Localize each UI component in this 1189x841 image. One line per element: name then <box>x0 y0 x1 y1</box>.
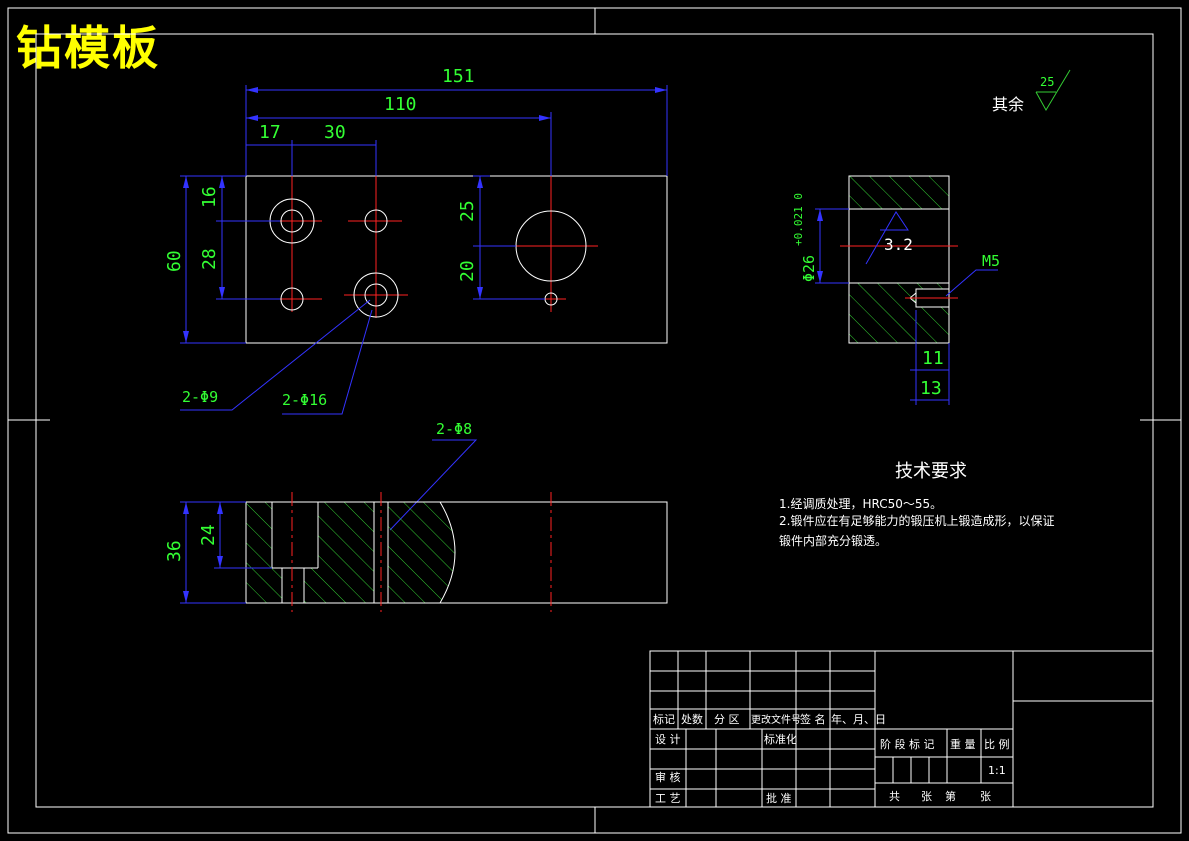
label-hole16: 2-Φ16 <box>282 391 327 409</box>
dim-17: 17 <box>259 122 281 143</box>
title-block <box>649 650 1154 808</box>
label-m5: M5 <box>982 252 1000 270</box>
svg-text:审 核: 审 核 <box>655 770 681 784</box>
front-view: 36 24 <box>164 492 668 612</box>
svg-text:张: 张 <box>921 790 932 803</box>
dim-24: 24 <box>198 524 219 546</box>
dim-110: 110 <box>384 94 417 115</box>
svg-text:年、月、日: 年、月、日 <box>831 712 886 726</box>
label-hole9: 2-Φ9 <box>182 388 218 406</box>
svg-text:标准化: 标准化 <box>764 732 797 746</box>
svg-text:更改文件号: 更改文件号 <box>751 713 801 726</box>
req-line3: 锻件内部充分锻透。 <box>779 533 887 548</box>
req-line2: 2.锻件应在有足够能力的锻压机上锻造成形，以保证 <box>779 513 1054 528</box>
svg-text:签 名: 签 名 <box>800 712 826 726</box>
svg-text:共: 共 <box>889 790 900 803</box>
side-view: Φ26 +0.021 0 11 13 M5 3.2 <box>792 175 1000 405</box>
svg-text:重 量: 重 量 <box>950 737 976 751</box>
dim-30: 30 <box>324 122 346 143</box>
svg-text:1:1: 1:1 <box>988 764 1006 777</box>
svg-text:工 艺: 工 艺 <box>655 792 681 805</box>
label-hole8: 2-Φ8 <box>436 420 472 438</box>
label-roughness-32: 3.2 <box>884 235 913 254</box>
svg-text:第: 第 <box>945 789 956 803</box>
outer-frame <box>7 7 1182 834</box>
dim-25: 25 <box>457 200 478 222</box>
req-heading: 技术要求 <box>895 461 967 482</box>
label-rest: 其余 <box>992 95 1024 114</box>
top-view: 151 110 17 30 60 16 28 25 20 2-Φ9 2-Φ16 … <box>164 66 668 531</box>
drawing-title: 钻模板 <box>16 21 160 75</box>
svg-text:标记: 标记 <box>653 712 675 726</box>
title-block-text: 标记 处数 分 区 更改文件号 签 名 年、月、日 设 计 标准化 审 核 工 … <box>653 712 1010 805</box>
label-roughness-25: 25 <box>1040 75 1054 89</box>
req-line1: 1.经调质处理，HRC50～55。 <box>779 497 942 511</box>
svg-text:批 准: 批 准 <box>766 791 792 805</box>
svg-text:处数: 处数 <box>681 713 703 726</box>
dim-151: 151 <box>442 66 475 87</box>
inner-frame <box>35 33 1154 808</box>
dim-36: 36 <box>164 540 185 562</box>
dim-tolerance: +0.021 0 <box>792 193 805 246</box>
svg-text:阶 段 标 记: 阶 段 标 记 <box>880 737 935 751</box>
svg-text:设 计: 设 计 <box>655 733 681 746</box>
dim-28: 28 <box>199 248 220 270</box>
dim-16: 16 <box>199 186 220 208</box>
svg-text:张: 张 <box>980 790 991 803</box>
dim-11: 11 <box>922 348 944 369</box>
dim-phi26: Φ26 <box>800 255 818 282</box>
roughness-symbol: 25 其余 <box>992 69 1071 114</box>
dim-20: 20 <box>457 260 478 282</box>
dim-13: 13 <box>920 378 942 399</box>
tech-requirements: 技术要求 1.经调质处理，HRC50～55。 2.锻件应在有足够能力的锻压机上锻… <box>779 461 1054 548</box>
svg-text:比 例: 比 例 <box>984 737 1010 751</box>
svg-text:分 区: 分 区 <box>714 713 740 726</box>
dim-60: 60 <box>164 250 185 272</box>
